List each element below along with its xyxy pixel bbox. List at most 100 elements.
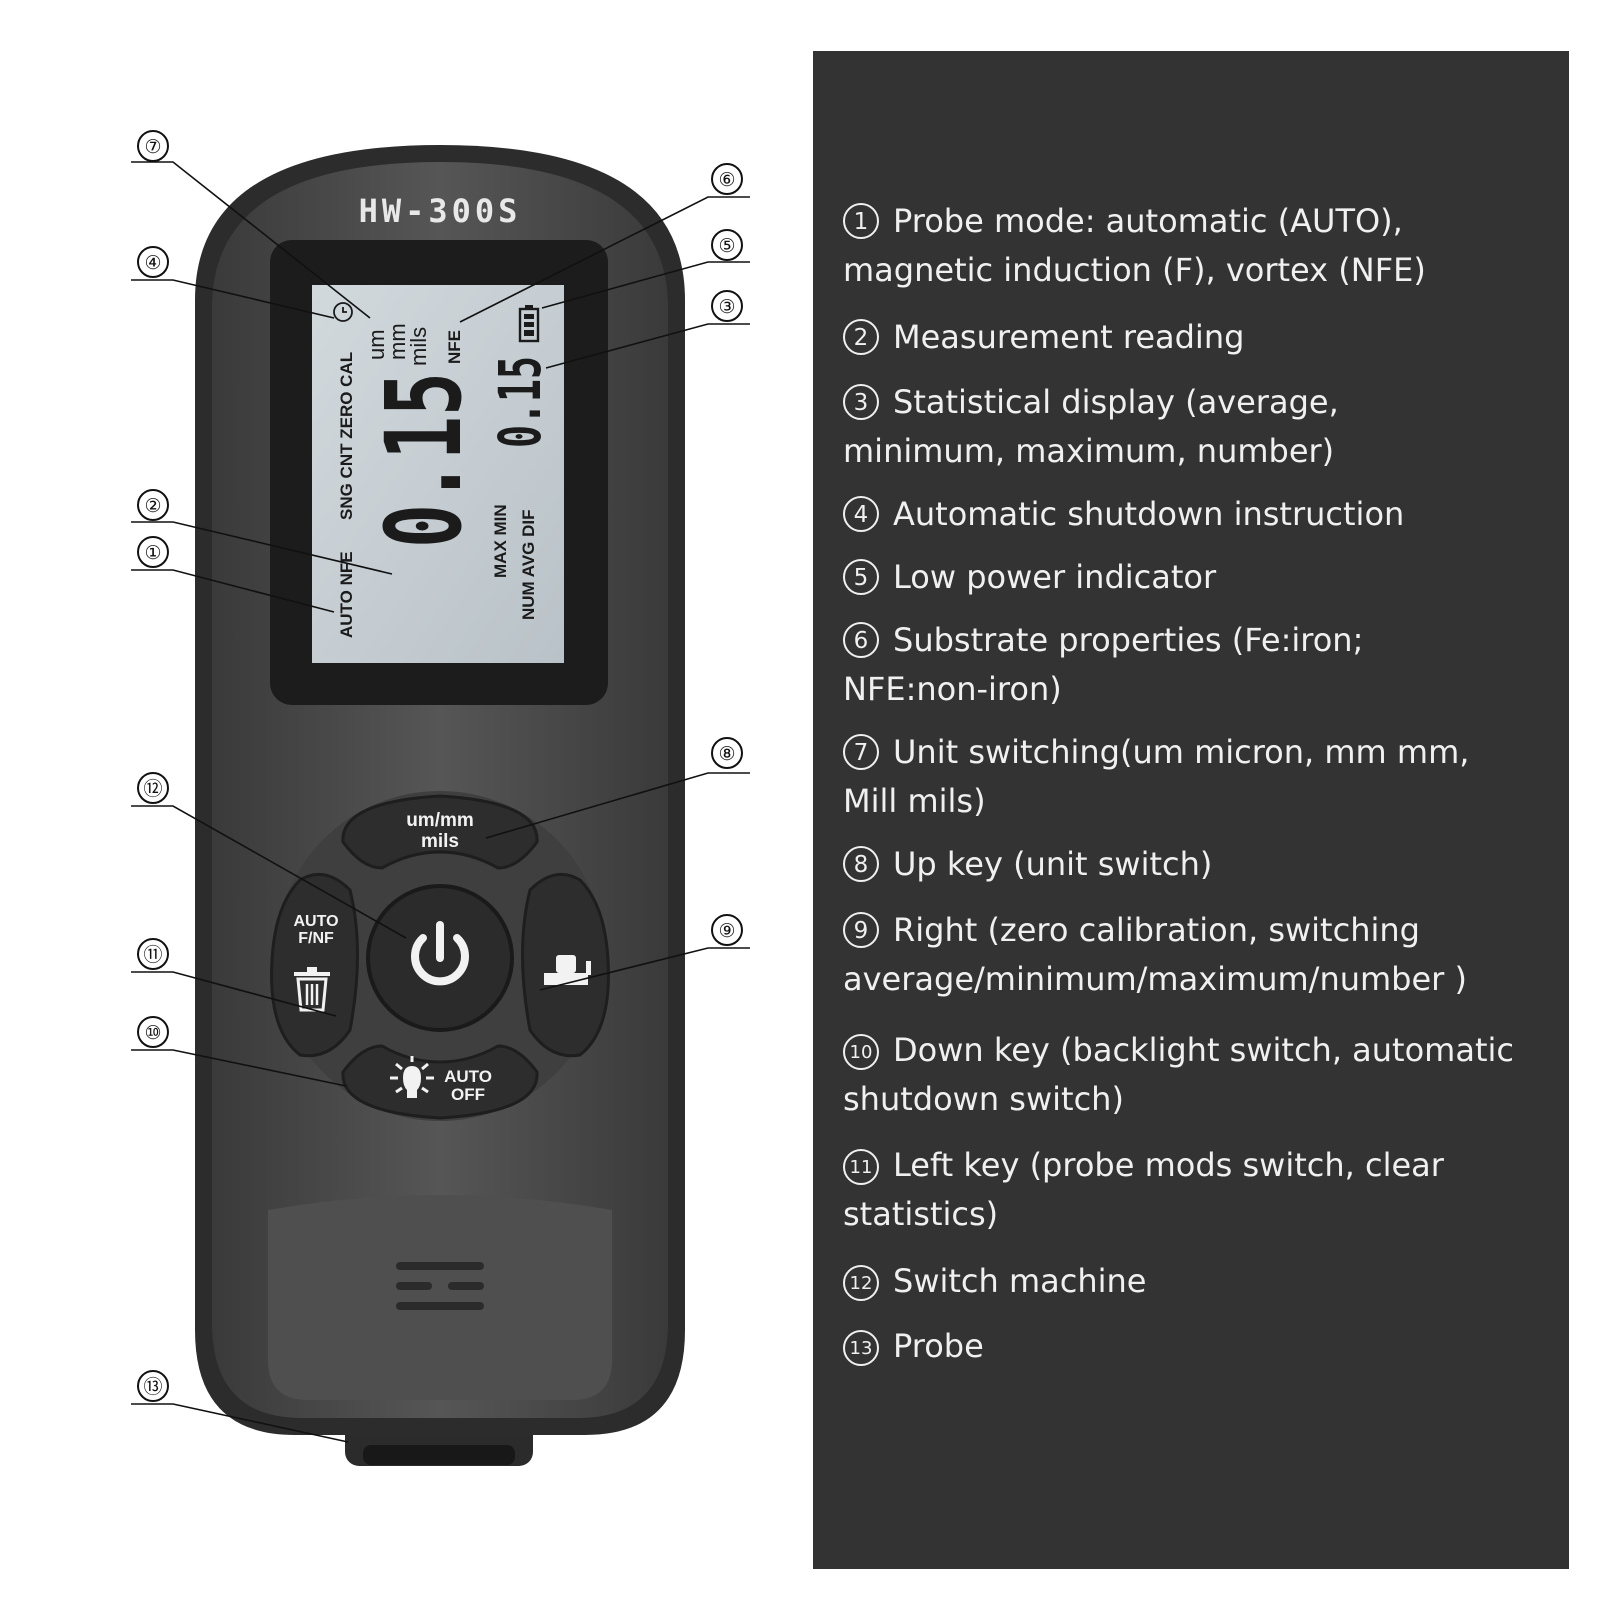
legend-text: Low power indicator (893, 558, 1217, 596)
model-label: HW-300S (359, 192, 522, 230)
callout-10: ⑩ (137, 1016, 169, 1048)
up-key-label-1: um/mm (406, 810, 474, 831)
legend-num: 2 (843, 319, 879, 355)
legend-num: 8 (843, 846, 879, 882)
callout-7: ⑦ (137, 130, 169, 162)
legend-num: 10 (843, 1034, 879, 1070)
legend-num: 6 (843, 622, 879, 658)
legend-num: 4 (843, 496, 879, 532)
legend-text: Unit switching(um micron, mm mm, Mill mi… (843, 733, 1470, 820)
legend-num: 11 (843, 1149, 879, 1185)
legend-text: Substrate properties (Fe:iron; NFE:non-i… (843, 621, 1364, 708)
svg-text:③: ③ (718, 296, 735, 318)
legend-text: Statistical display (average, minimum, m… (843, 383, 1339, 470)
legend-item-4: 4 Automatic shutdown instruction (843, 490, 1543, 539)
lcd-screen: AUTO NFE SNG CNT ZERO CAL um mm mils NFE… (270, 240, 608, 705)
unit-mm: mm (385, 323, 410, 360)
lcd-substrate: NFE (445, 330, 464, 364)
legend-num: 1 (843, 203, 879, 239)
lcd-units: um mm mils (364, 323, 431, 366)
svg-text:④: ④ (144, 252, 161, 274)
callout-8: ⑧ (711, 737, 743, 769)
power-key[interactable] (366, 884, 514, 1032)
right-key[interactable] (521, 872, 610, 1058)
clock-icon (333, 302, 353, 322)
legend-text: Probe (893, 1327, 984, 1365)
lcd-stat-labels-1: MAX MIN (491, 504, 510, 578)
legend-text: Down key (backlight switch, automatic sh… (843, 1031, 1514, 1118)
svg-text:⑦: ⑦ (144, 136, 161, 158)
svg-text:⑫: ⑫ (143, 778, 162, 800)
svg-text:①: ① (144, 542, 161, 564)
power-icon (411, 921, 469, 986)
left-key-label-2: F/NF (298, 930, 334, 947)
lower-grip (268, 1195, 612, 1400)
legend-num: 3 (843, 384, 879, 420)
legend-panel (813, 51, 1569, 1569)
zero-calibration-icon (544, 955, 591, 985)
callout-11: ⑪ (137, 938, 169, 970)
up-key[interactable]: um/mm mils (341, 794, 539, 870)
up-key-label-2: mils (421, 831, 459, 852)
callout-numbers: ⑦ ⑥ ④ ⑤ ③ ② ① ⑧ ⑫ ⑨ ⑪ ⑩ ⑬ (137, 130, 743, 1402)
down-key-label-1: AUTO (444, 1067, 492, 1086)
callout-1: ① (137, 536, 169, 568)
svg-text:⑧: ⑧ (718, 743, 735, 765)
lcd-mode-labels: SNG CNT ZERO CAL (337, 352, 356, 520)
callout-2: ② (137, 489, 169, 521)
backlight-bulb-icon (390, 1056, 434, 1098)
callout-12: ⑫ (137, 772, 169, 804)
svg-text:⑬: ⑬ (143, 1376, 162, 1398)
legend-text: Left key (probe mods switch, clear stati… (843, 1146, 1444, 1233)
unit-um: um (364, 329, 389, 360)
unit-mils: mils (406, 327, 431, 366)
svg-text:⑨: ⑨ (718, 920, 735, 942)
trash-icon (294, 967, 330, 1012)
svg-text:②: ② (144, 495, 161, 517)
callout-9: ⑨ (711, 914, 743, 946)
legend-item-2: 2 Measurement reading (843, 313, 1543, 362)
speaker-grille (396, 1262, 484, 1310)
svg-text:⑩: ⑩ (144, 1022, 161, 1044)
callout-lines (131, 161, 750, 1443)
legend-item-5: 5 Low power indicator (843, 553, 1543, 602)
legend-num: 5 (843, 559, 879, 595)
legend-text: Automatic shutdown instruction (893, 495, 1405, 533)
legend-num: 12 (843, 1265, 879, 1301)
down-key-label-2: OFF (451, 1085, 485, 1104)
battery-icon (518, 305, 540, 343)
lcd-stat-reading: 0.15 (486, 356, 554, 448)
lcd-probe-labels: AUTO NFE (337, 551, 356, 638)
legend-text: Measurement reading (893, 318, 1245, 356)
legend-num: 9 (843, 912, 879, 948)
lcd-stat-labels-2: NUM AVG DIF (519, 510, 538, 621)
legend-text: Switch machine (893, 1262, 1147, 1300)
callout-6: ⑥ (711, 163, 743, 195)
down-key[interactable]: AUTO OFF (341, 1044, 539, 1120)
svg-text:⑪: ⑪ (143, 944, 162, 966)
legend-text: Up key (unit switch) (893, 845, 1213, 883)
svg-text:⑤: ⑤ (718, 235, 735, 257)
left-key-label-1: AUTO (293, 913, 338, 930)
legend-item-12: 12 Switch machine (843, 1257, 1543, 1306)
left-key[interactable]: AUTO F/NF (270, 872, 359, 1058)
callout-5: ⑤ (711, 229, 743, 261)
lcd-main-reading: 0.15 (363, 372, 485, 548)
callout-4: ④ (137, 246, 169, 278)
callout-3: ③ (711, 290, 743, 322)
lcd-panel (312, 285, 564, 663)
legend-text: Probe mode: automatic (AUTO), magnetic i… (843, 202, 1426, 289)
svg-text:⑥: ⑥ (718, 169, 735, 191)
keypad: um/mm mils AUTO F/NF (270, 791, 610, 1121)
legend-num: 7 (843, 734, 879, 770)
legend-num: 13 (843, 1330, 879, 1366)
legend-text: Right (zero calibration, switching avera… (843, 911, 1467, 998)
